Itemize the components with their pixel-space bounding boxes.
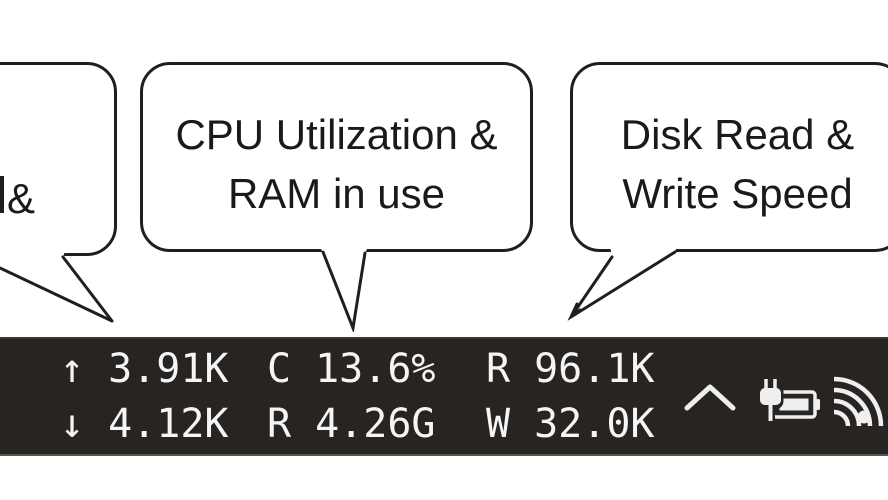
cpu-ram-widget[interactable]: C 13.6% R 4.26G bbox=[267, 339, 467, 454]
callout-cpu-ram-line2: RAM in use bbox=[227, 170, 446, 217]
download-arrow-icon: ↓ bbox=[60, 401, 85, 447]
callout-cpu-ram-tail bbox=[320, 246, 368, 332]
callout-cpu-ram: CPU Utilization & RAM in use bbox=[140, 62, 533, 252]
disk-write-value: 32.0K bbox=[534, 401, 655, 447]
callout-cpu-ram-line1: CPU Utilization & bbox=[175, 111, 498, 158]
network-speed-widget[interactable]: ↑ 3.91K ↓ 4.12K bbox=[60, 339, 260, 454]
clipped-letter-fragment bbox=[0, 176, 4, 213]
ram-label: R bbox=[267, 401, 292, 447]
upload-arrow-icon: ↑ bbox=[60, 346, 85, 392]
taskbar: ↑ 3.91K ↓ 4.12K C 13.6% R 4.26G R 96.1K W 32.0… bbox=[0, 337, 888, 456]
ram-in-use-value: 4.26G bbox=[315, 401, 436, 447]
callout-disk: Disk Read & Write Speed bbox=[570, 62, 888, 252]
disk-read-label: R bbox=[486, 346, 511, 392]
disk-speed-widget[interactable]: R 96.1K W 32.0K bbox=[486, 339, 686, 454]
download-speed-value: 4.12K bbox=[108, 401, 229, 447]
callout-disk-line2: Write Speed bbox=[622, 170, 853, 217]
cpu-label: C bbox=[267, 346, 292, 392]
disk-read-value: 96.1K bbox=[534, 346, 655, 392]
callout-disk-line1: Disk Read & bbox=[620, 111, 855, 158]
disk-write-label: W bbox=[486, 401, 511, 447]
callout-network-partial: & bbox=[0, 62, 117, 256]
wifi-icon[interactable] bbox=[826, 370, 886, 432]
cpu-utilization-value: 13.6% bbox=[315, 346, 436, 392]
upload-speed-value: 3.91K bbox=[108, 346, 229, 392]
callout-network-visible-text: & bbox=[7, 175, 36, 222]
show-hidden-icons-chevron[interactable] bbox=[683, 383, 737, 413]
battery-charging-icon[interactable] bbox=[753, 374, 821, 426]
